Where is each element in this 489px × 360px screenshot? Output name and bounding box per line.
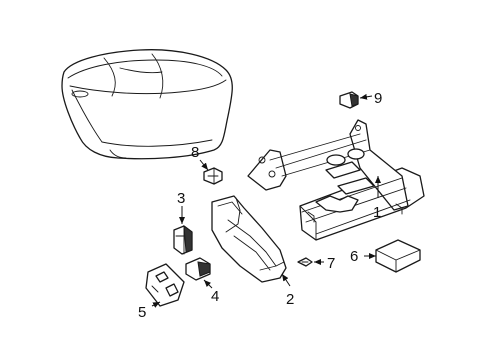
callout-6: 6 [350, 248, 358, 265]
callout-2: 2 [286, 291, 294, 308]
callout-7: 7 [327, 255, 335, 272]
part-4-switch-knob [185, 257, 211, 281]
leader-5 [151, 301, 161, 308]
leader-9 [359, 93, 373, 100]
callout-9: 9 [374, 90, 382, 107]
part-6-lower-cover [375, 239, 421, 273]
callout-4: 4 [211, 288, 219, 305]
part-7-clip [297, 257, 313, 267]
callout-3: 3 [177, 190, 185, 207]
part-5-switch-plate [145, 263, 185, 307]
leader-2 [281, 273, 291, 287]
part-3-knob [173, 224, 193, 255]
part-1-seat-track [247, 119, 425, 241]
callout-5: 5 [138, 304, 146, 321]
leader-4 [203, 279, 213, 289]
part-2-side-shield [211, 195, 287, 283]
leader-8 [199, 159, 209, 171]
part-8-clip [203, 167, 223, 185]
part-9-cap [339, 91, 359, 109]
callout-8: 8 [191, 144, 199, 161]
callout-1: 1 [373, 204, 381, 221]
seat-cushion [61, 49, 233, 160]
